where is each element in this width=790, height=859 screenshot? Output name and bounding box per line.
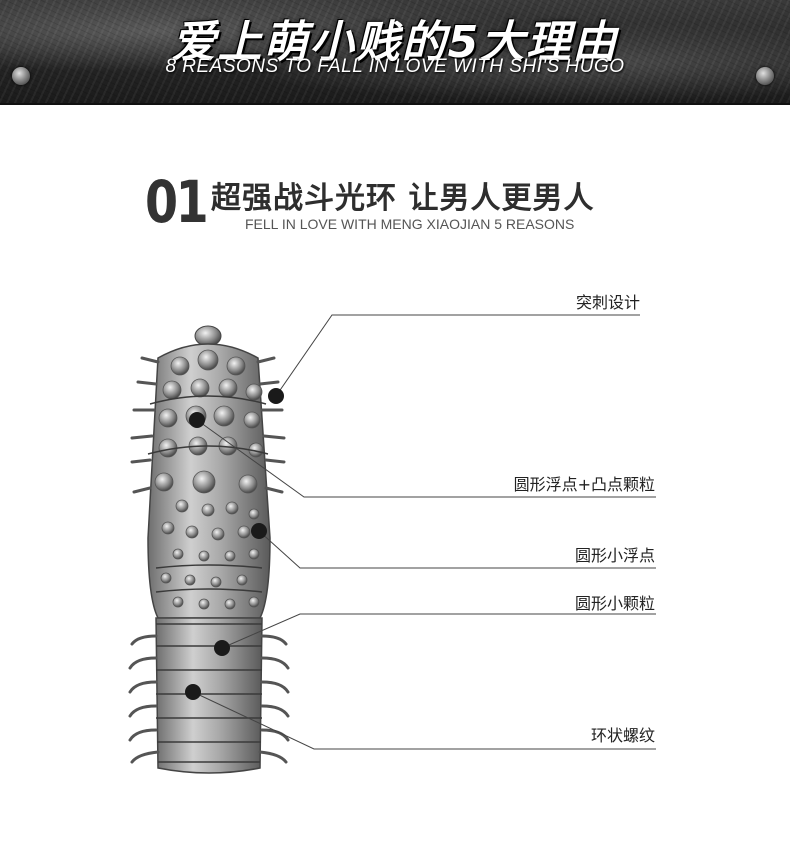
rivet-icon bbox=[756, 67, 774, 85]
rivet-icon bbox=[12, 67, 30, 85]
callout-marker bbox=[268, 388, 284, 404]
banner-subtitle: 8 REASONS TO FALL IN LOVE WITH SHI'S HUG… bbox=[165, 56, 625, 77]
callout-small-float-dots: 圆形小浮点 bbox=[574, 546, 655, 565]
callout-small-particles: 圆形小颗粒 bbox=[574, 594, 655, 613]
banner-title: 爱上萌小贱的5大理由 bbox=[171, 17, 619, 68]
header-banner: 爱上萌小贱的5大理由 8 REASONS TO FALL IN LOVE WIT… bbox=[0, 0, 790, 105]
callout-marker bbox=[214, 640, 230, 656]
callout-ring-threads: 环状螺纹 bbox=[590, 726, 655, 745]
section-heading: 超强战斗光环 让男人更男人 bbox=[211, 181, 595, 216]
section-number: 01 bbox=[145, 168, 209, 236]
callout-round-float-bumps: 圆形浮点+凸点颗粒 bbox=[513, 475, 655, 494]
callout-marker bbox=[189, 412, 205, 428]
section-subheading: FELL IN LOVE WITH MENG XIAOJIAN 5 REASON… bbox=[245, 216, 575, 232]
product-illustration bbox=[128, 325, 290, 774]
callout-marker bbox=[185, 684, 201, 700]
callout-spike-design: 突刺设计 bbox=[575, 293, 640, 312]
callout-marker bbox=[251, 523, 267, 539]
